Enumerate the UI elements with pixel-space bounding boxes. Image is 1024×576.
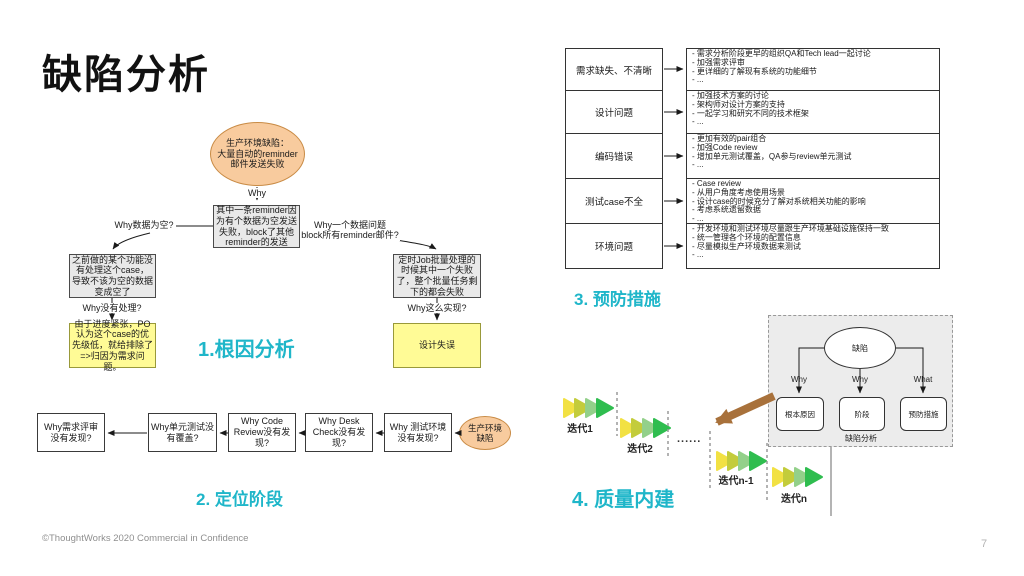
- chevron-icon: [783, 467, 801, 487]
- design-mistake-box: 设计失误: [393, 323, 481, 368]
- why-block-all-label: Why一个数据问题 block所有reminder邮件?: [300, 220, 400, 241]
- chevron-icon: [596, 398, 614, 418]
- loc-source-ellipse: 生产环境缺陷: [459, 416, 511, 450]
- chevron-icon: [563, 398, 581, 418]
- chevron-icon: [794, 467, 812, 487]
- iteration-label: 迭代1: [567, 424, 593, 435]
- chevron-icon: [574, 398, 592, 418]
- why-label-top: Why: [243, 188, 271, 199]
- why-not-handled-label: Why没有处理?: [78, 303, 146, 314]
- chevron-icon: [620, 418, 638, 438]
- why-implemented-label: Why这么实现?: [403, 303, 471, 314]
- iteration-chevrons: [772, 467, 823, 487]
- iteration-chevrons: [563, 398, 614, 418]
- section-label-prevention: 3. 预防措施: [574, 290, 661, 309]
- section-label-localization: 2. 定位阶段: [196, 490, 283, 509]
- prevention-category: 需求缺失、不清晰: [565, 48, 663, 91]
- mini-what-label: What: [913, 375, 933, 384]
- iteration-label: 迭代2: [627, 444, 653, 455]
- ellipsis-dots: ......: [677, 433, 702, 445]
- iteration-chevrons: [716, 451, 767, 471]
- left-cause-box: 之前做的某个功能没有处理这个case，导致不该为空的数据变成空了: [69, 254, 156, 298]
- chevron-icon: [727, 451, 745, 471]
- mini-prevention-box: 预防措施: [900, 397, 947, 431]
- prevention-category: 编码错误: [565, 133, 663, 179]
- loc-box-test-env: Why 测试环境没有发现?: [384, 413, 452, 452]
- why-data-empty-label: Why数据为空?: [112, 220, 176, 231]
- left-result-box: 由于进度紧张，PO认为这个case的优先级低，就给排除了 =>归因为需求问题。: [69, 319, 156, 372]
- loc-box-code-review: Why Code Review没有发现?: [228, 413, 296, 452]
- page-number: 7: [981, 538, 988, 550]
- brown-arrow-icon: [715, 392, 776, 426]
- loc-box-desk-check: Why Desk Check没有发现?: [305, 413, 373, 452]
- why1-box: 其中一条reminder因为有个数据为空发送失败，block了其他reminde…: [213, 205, 300, 248]
- chevron-icon: [749, 451, 767, 471]
- chevron-icon: [716, 451, 734, 471]
- chevron-icon: [772, 467, 790, 487]
- section-label-quality: 4. 质量内建: [572, 489, 675, 511]
- prevention-category: 测试case不全: [565, 178, 663, 224]
- mini-root-cause-box: 根本原因: [776, 397, 824, 431]
- loc-box-unit-test: Why单元测试没有覆盖?: [148, 413, 217, 452]
- page-title: 缺陷分析: [42, 53, 210, 97]
- mini-defect-ellipse: 缺陷: [824, 327, 896, 369]
- chevron-icon: [631, 418, 649, 438]
- prevention-measures: - 开发环境和测试环境尽量跟生产环境基础设施保持一致 - 统一管理各个环境的配置…: [686, 223, 940, 269]
- chevron-icon: [642, 418, 660, 438]
- mini-why2-label: Why: [852, 375, 868, 384]
- section-label-root-cause: 1.根因分析: [198, 339, 295, 361]
- iteration-label: 迭代n-1: [718, 476, 754, 487]
- mini-stage-box: 阶段: [839, 397, 885, 431]
- iteration-label: 迭代n: [780, 494, 808, 505]
- prevention-measures: - 更加有效的pair组合 - 加强Code review - 增加单元测试覆盖…: [686, 133, 940, 179]
- prevention-connectors: [664, 66, 684, 249]
- iteration-chevrons: [620, 418, 671, 438]
- chevron-icon: [653, 418, 671, 438]
- footer-copyright: ©ThoughtWorks 2020 Commercial in Confide…: [42, 533, 249, 544]
- prevention-category: 设计问题: [565, 90, 663, 134]
- chevron-icon: [585, 398, 603, 418]
- right-cause-box: 定时Job批量处理的时候其中一个失败了，整个批量任务剩下的都会失败: [393, 254, 481, 298]
- loc-box-requirement-review: Why需求评审没有发现?: [37, 413, 105, 452]
- prevention-measures: - Case review - 从用户角度考虑使用场景 - 设计case的时候充…: [686, 178, 940, 224]
- mini-caption: 缺陷分析: [845, 434, 877, 443]
- prevention-measures: - 需求分析阶段更早的组织QA和Tech lead一起讨论 - 加强需求评审 -…: [686, 48, 940, 91]
- prevention-category: 环境问题: [565, 223, 663, 269]
- defect-ellipse: 生产环境缺陷： 大量自动的reminder邮件发送失败: [210, 122, 305, 186]
- prevention-measures: - 加强技术方案的讨论 - 架构师对设计方案的支持 - 一起学习和研究不同的技术…: [686, 90, 940, 134]
- chevron-icon: [738, 451, 756, 471]
- chevron-icon: [805, 467, 823, 487]
- mini-why1-label: Why: [791, 375, 807, 384]
